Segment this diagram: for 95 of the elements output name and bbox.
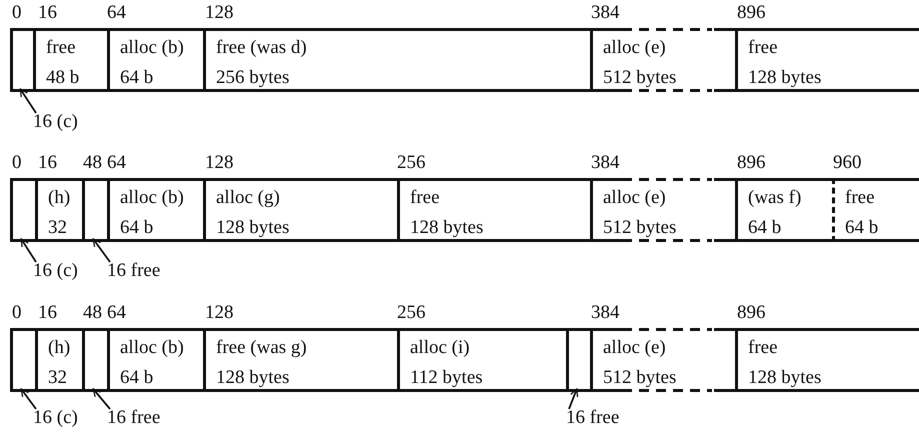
memory-block — [10, 328, 35, 392]
leader-label: 16 (c) — [33, 111, 78, 133]
block-size: 64 b — [120, 366, 154, 390]
memory-block — [10, 178, 35, 242]
block-size: 48 b — [46, 66, 80, 90]
block-status: (h) — [48, 336, 70, 360]
block-size: 128 bytes — [748, 366, 822, 390]
block-size: 256 bytes — [216, 66, 290, 90]
memory-block — [590, 328, 735, 392]
leader-label: 16 free — [107, 260, 160, 282]
block-size: 32 — [48, 216, 67, 240]
block-size: 512 bytes — [603, 66, 676, 90]
block-status: free (was d) — [216, 36, 307, 60]
block-size: 512 bytes — [603, 366, 676, 390]
block-status: alloc (e) — [603, 186, 666, 210]
address-label: 256 — [397, 302, 426, 324]
block-size: 128 bytes — [216, 216, 290, 240]
memory-block — [566, 328, 590, 392]
leader-line — [92, 238, 111, 263]
memory-block — [203, 178, 397, 242]
block-size: 128 bytes — [410, 216, 484, 240]
block-status: alloc (e) — [603, 36, 666, 60]
address-label: 48 — [83, 302, 102, 324]
memory-block — [35, 178, 82, 242]
memory-block — [735, 28, 919, 92]
block-size: 128 bytes — [216, 366, 290, 390]
memory-block — [735, 328, 919, 392]
address-label: 16 — [38, 2, 57, 24]
memory-block — [397, 328, 566, 392]
address-label: 384 — [591, 2, 620, 24]
memory-block — [203, 328, 397, 392]
memory-block — [107, 178, 203, 242]
address-label: 896 — [737, 152, 766, 174]
memory-block — [107, 28, 203, 92]
address-label: 0 — [12, 2, 22, 24]
block-status: alloc (e) — [603, 336, 666, 360]
block-status: free (was g) — [216, 336, 307, 360]
memory-block — [735, 178, 832, 242]
block-status: free — [845, 186, 875, 210]
address-label: 64 — [107, 302, 126, 324]
block-size: 512 bytes — [603, 216, 676, 240]
memory-block — [10, 28, 33, 92]
address-label: 16 — [38, 302, 57, 324]
memory-block — [397, 178, 590, 242]
leader-label: 16 (c) — [33, 407, 78, 429]
address-label: 960 — [833, 152, 862, 174]
block-status: free — [748, 36, 778, 60]
address-label: 128 — [205, 152, 234, 174]
block-size: 128 bytes — [748, 66, 822, 90]
address-label: 0 — [12, 302, 22, 324]
address-label: 64 — [107, 2, 126, 24]
block-size: 32 — [48, 366, 67, 390]
block-size: 64 b — [120, 216, 154, 240]
address-label: 384 — [591, 302, 620, 324]
block-status: (was f) — [748, 186, 802, 210]
address-label: 128 — [205, 302, 234, 324]
address-label: 896 — [737, 302, 766, 324]
leader-label: 16 (c) — [33, 260, 78, 282]
block-status: alloc (g) — [216, 186, 280, 210]
address-label: 64 — [107, 152, 126, 174]
block-size: 64 b — [748, 216, 782, 240]
block-status: alloc (b) — [120, 36, 184, 60]
address-label: 256 — [397, 152, 426, 174]
block-status: free — [410, 186, 440, 210]
block-size: 64 b — [845, 216, 878, 240]
memory-block — [35, 328, 82, 392]
block-size: 112 bytes — [410, 366, 483, 390]
memory-block — [33, 28, 107, 92]
block-size: 64 b — [120, 66, 154, 90]
leader-label: 16 free — [107, 407, 160, 429]
leader-line — [20, 388, 37, 410]
leader-line — [568, 388, 578, 410]
address-label: 0 — [12, 152, 22, 174]
block-status: alloc (i) — [410, 336, 470, 360]
memory-block — [82, 178, 107, 242]
block-status: alloc (b) — [120, 336, 184, 360]
leader-label: 16 free — [566, 407, 620, 429]
address-label: 128 — [205, 2, 234, 24]
memory-block — [203, 28, 590, 92]
block-status: alloc (b) — [120, 186, 184, 210]
address-label: 384 — [591, 152, 620, 174]
address-label: 16 — [38, 152, 57, 174]
block-status: free — [748, 336, 778, 360]
block-status: free — [46, 36, 76, 60]
memory-block — [590, 28, 735, 92]
memory-block — [590, 178, 735, 242]
block-status: (h) — [48, 186, 70, 210]
memory-block — [82, 328, 107, 392]
memory-block — [107, 328, 203, 392]
leader-line — [20, 88, 37, 114]
leader-line — [20, 238, 37, 262]
address-label: 48 — [83, 152, 102, 174]
address-label: 896 — [737, 2, 766, 24]
leader-line — [92, 388, 111, 410]
memory-block — [832, 178, 919, 242]
